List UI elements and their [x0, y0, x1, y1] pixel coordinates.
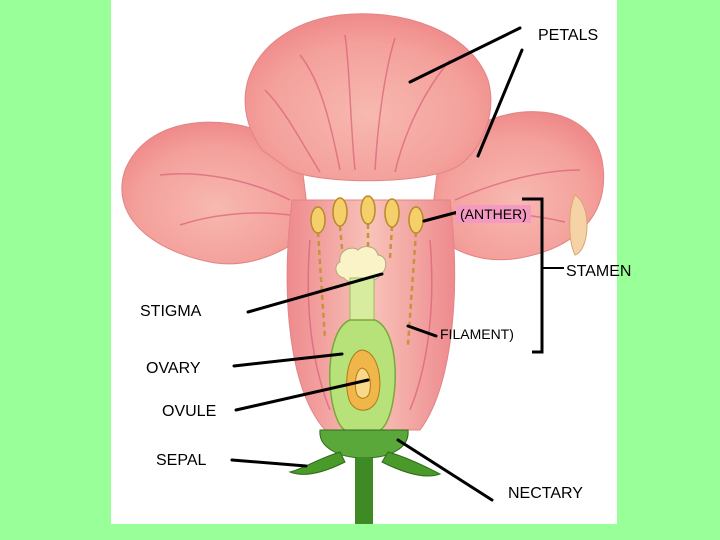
ovule-label: OVULE [162, 404, 216, 420]
sepal-label: SEPAL [156, 453, 206, 469]
petals-label: PETALS [538, 28, 598, 44]
anther [333, 198, 347, 226]
left-sepal [290, 452, 345, 474]
nectary-label: NECTARY [508, 486, 583, 502]
style [350, 278, 374, 323]
anther-label: (ANTHER) [456, 205, 531, 223]
stem [355, 458, 373, 524]
filament-label: FILAMENT) [440, 327, 514, 341]
leader-sepal [232, 460, 306, 466]
right-sepal [382, 452, 440, 476]
stamen-label: STAMEN [566, 264, 631, 280]
ovary-label: OVARY [146, 361, 201, 377]
anther [409, 207, 423, 233]
stigma-label: STIGMA [140, 304, 201, 320]
top-petal [245, 14, 491, 181]
anther [311, 207, 325, 233]
anther [385, 199, 399, 227]
anther [361, 196, 375, 224]
